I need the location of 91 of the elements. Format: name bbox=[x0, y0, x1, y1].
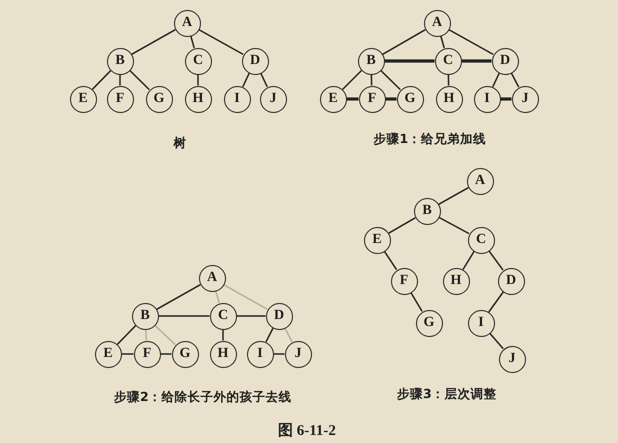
tree-node: A bbox=[198, 264, 226, 292]
connector-line bbox=[215, 290, 220, 304]
connector-line bbox=[284, 328, 293, 342]
connector-line bbox=[242, 72, 250, 88]
panel-caption: 步骤1：给兄弟加线 bbox=[374, 131, 486, 148]
tree-node: B bbox=[358, 48, 384, 74]
tree-node: F bbox=[106, 86, 134, 112]
connector-line bbox=[386, 97, 396, 101]
tree-node: I bbox=[224, 86, 250, 112]
tree-node: I bbox=[246, 340, 274, 368]
connector-line bbox=[346, 97, 358, 101]
tree-node: D bbox=[266, 302, 292, 330]
connector-line bbox=[260, 72, 268, 88]
tree-node: D bbox=[492, 48, 518, 74]
tree-node: C bbox=[184, 48, 212, 74]
connector-line bbox=[380, 70, 401, 90]
connector-line bbox=[384, 59, 434, 63]
connector-line bbox=[488, 250, 504, 271]
panel-caption: 步骤2：给除长子外的孩子去线 bbox=[114, 389, 292, 406]
tree-node: C bbox=[468, 226, 494, 254]
connector-line bbox=[488, 292, 504, 312]
connector-line bbox=[265, 328, 274, 342]
connector-line bbox=[129, 70, 150, 90]
tree-node: I bbox=[474, 86, 500, 112]
connector-line bbox=[154, 324, 176, 346]
tree-node: H bbox=[210, 340, 236, 368]
tree-node: G bbox=[172, 340, 198, 368]
connector-line bbox=[370, 74, 372, 86]
connector-line bbox=[438, 187, 469, 205]
connector-line bbox=[92, 70, 112, 90]
panel-caption: 树 bbox=[174, 135, 186, 152]
connector-line bbox=[222, 330, 224, 340]
connector-line bbox=[116, 325, 136, 345]
tree-node: J bbox=[284, 340, 312, 368]
tree-node: G bbox=[146, 86, 172, 112]
tree-node: B bbox=[106, 48, 134, 74]
tree-node: F bbox=[358, 86, 386, 112]
connector-line bbox=[190, 36, 195, 48]
connector-line bbox=[223, 284, 268, 310]
connector-line bbox=[236, 315, 266, 317]
connector-line bbox=[131, 29, 176, 55]
tree-node: A bbox=[424, 10, 450, 36]
connector-line bbox=[156, 284, 201, 310]
tree-node: J bbox=[260, 86, 286, 112]
connector-line bbox=[158, 315, 210, 317]
connector-line bbox=[462, 59, 492, 63]
connector-line bbox=[160, 353, 172, 355]
tree-node: J bbox=[498, 346, 526, 372]
tree-node: H bbox=[436, 86, 462, 112]
connector-line bbox=[274, 353, 284, 355]
panel-caption: 步骤3：层次调整 bbox=[397, 386, 497, 403]
connector-line bbox=[462, 251, 475, 270]
connector-line bbox=[119, 74, 121, 86]
connector-line bbox=[197, 74, 199, 86]
tree-node: B bbox=[414, 198, 440, 224]
tree-node: D bbox=[242, 48, 268, 74]
connector-line bbox=[448, 28, 494, 56]
tree-node: I bbox=[468, 310, 494, 336]
tree-node: G bbox=[416, 310, 442, 336]
connector-line bbox=[440, 36, 445, 48]
connector-line bbox=[410, 292, 423, 312]
connector-line bbox=[510, 72, 520, 88]
tree-node: A bbox=[174, 10, 200, 36]
tree-node: F bbox=[390, 268, 418, 294]
connector-line bbox=[500, 97, 512, 101]
connector-line bbox=[438, 216, 470, 234]
tree-node: H bbox=[184, 86, 212, 112]
connector-line bbox=[489, 332, 504, 350]
tree-node: G bbox=[396, 86, 424, 112]
connector-line bbox=[122, 353, 134, 355]
connector-line bbox=[382, 29, 426, 55]
tree-node: A bbox=[466, 168, 494, 194]
tree-node: C bbox=[210, 302, 236, 330]
tree-node: D bbox=[498, 268, 524, 294]
connector-line bbox=[448, 74, 450, 86]
figure-caption: 图 6-11-2 bbox=[278, 422, 336, 440]
tree-node: B bbox=[132, 302, 158, 330]
tree-node: C bbox=[434, 48, 462, 74]
tree-node: E bbox=[94, 340, 122, 368]
tree-node: J bbox=[512, 86, 538, 112]
connector-line bbox=[388, 217, 416, 234]
tree-node: H bbox=[442, 268, 470, 294]
tree-node: E bbox=[70, 86, 96, 112]
connector-line bbox=[144, 329, 148, 341]
tree-node: E bbox=[320, 86, 346, 112]
tree-node: F bbox=[134, 340, 160, 368]
connector-line bbox=[198, 28, 244, 56]
connector-line bbox=[342, 70, 362, 90]
connector-line bbox=[384, 250, 398, 270]
tree-node: E bbox=[364, 226, 390, 254]
connector-line bbox=[492, 72, 500, 88]
